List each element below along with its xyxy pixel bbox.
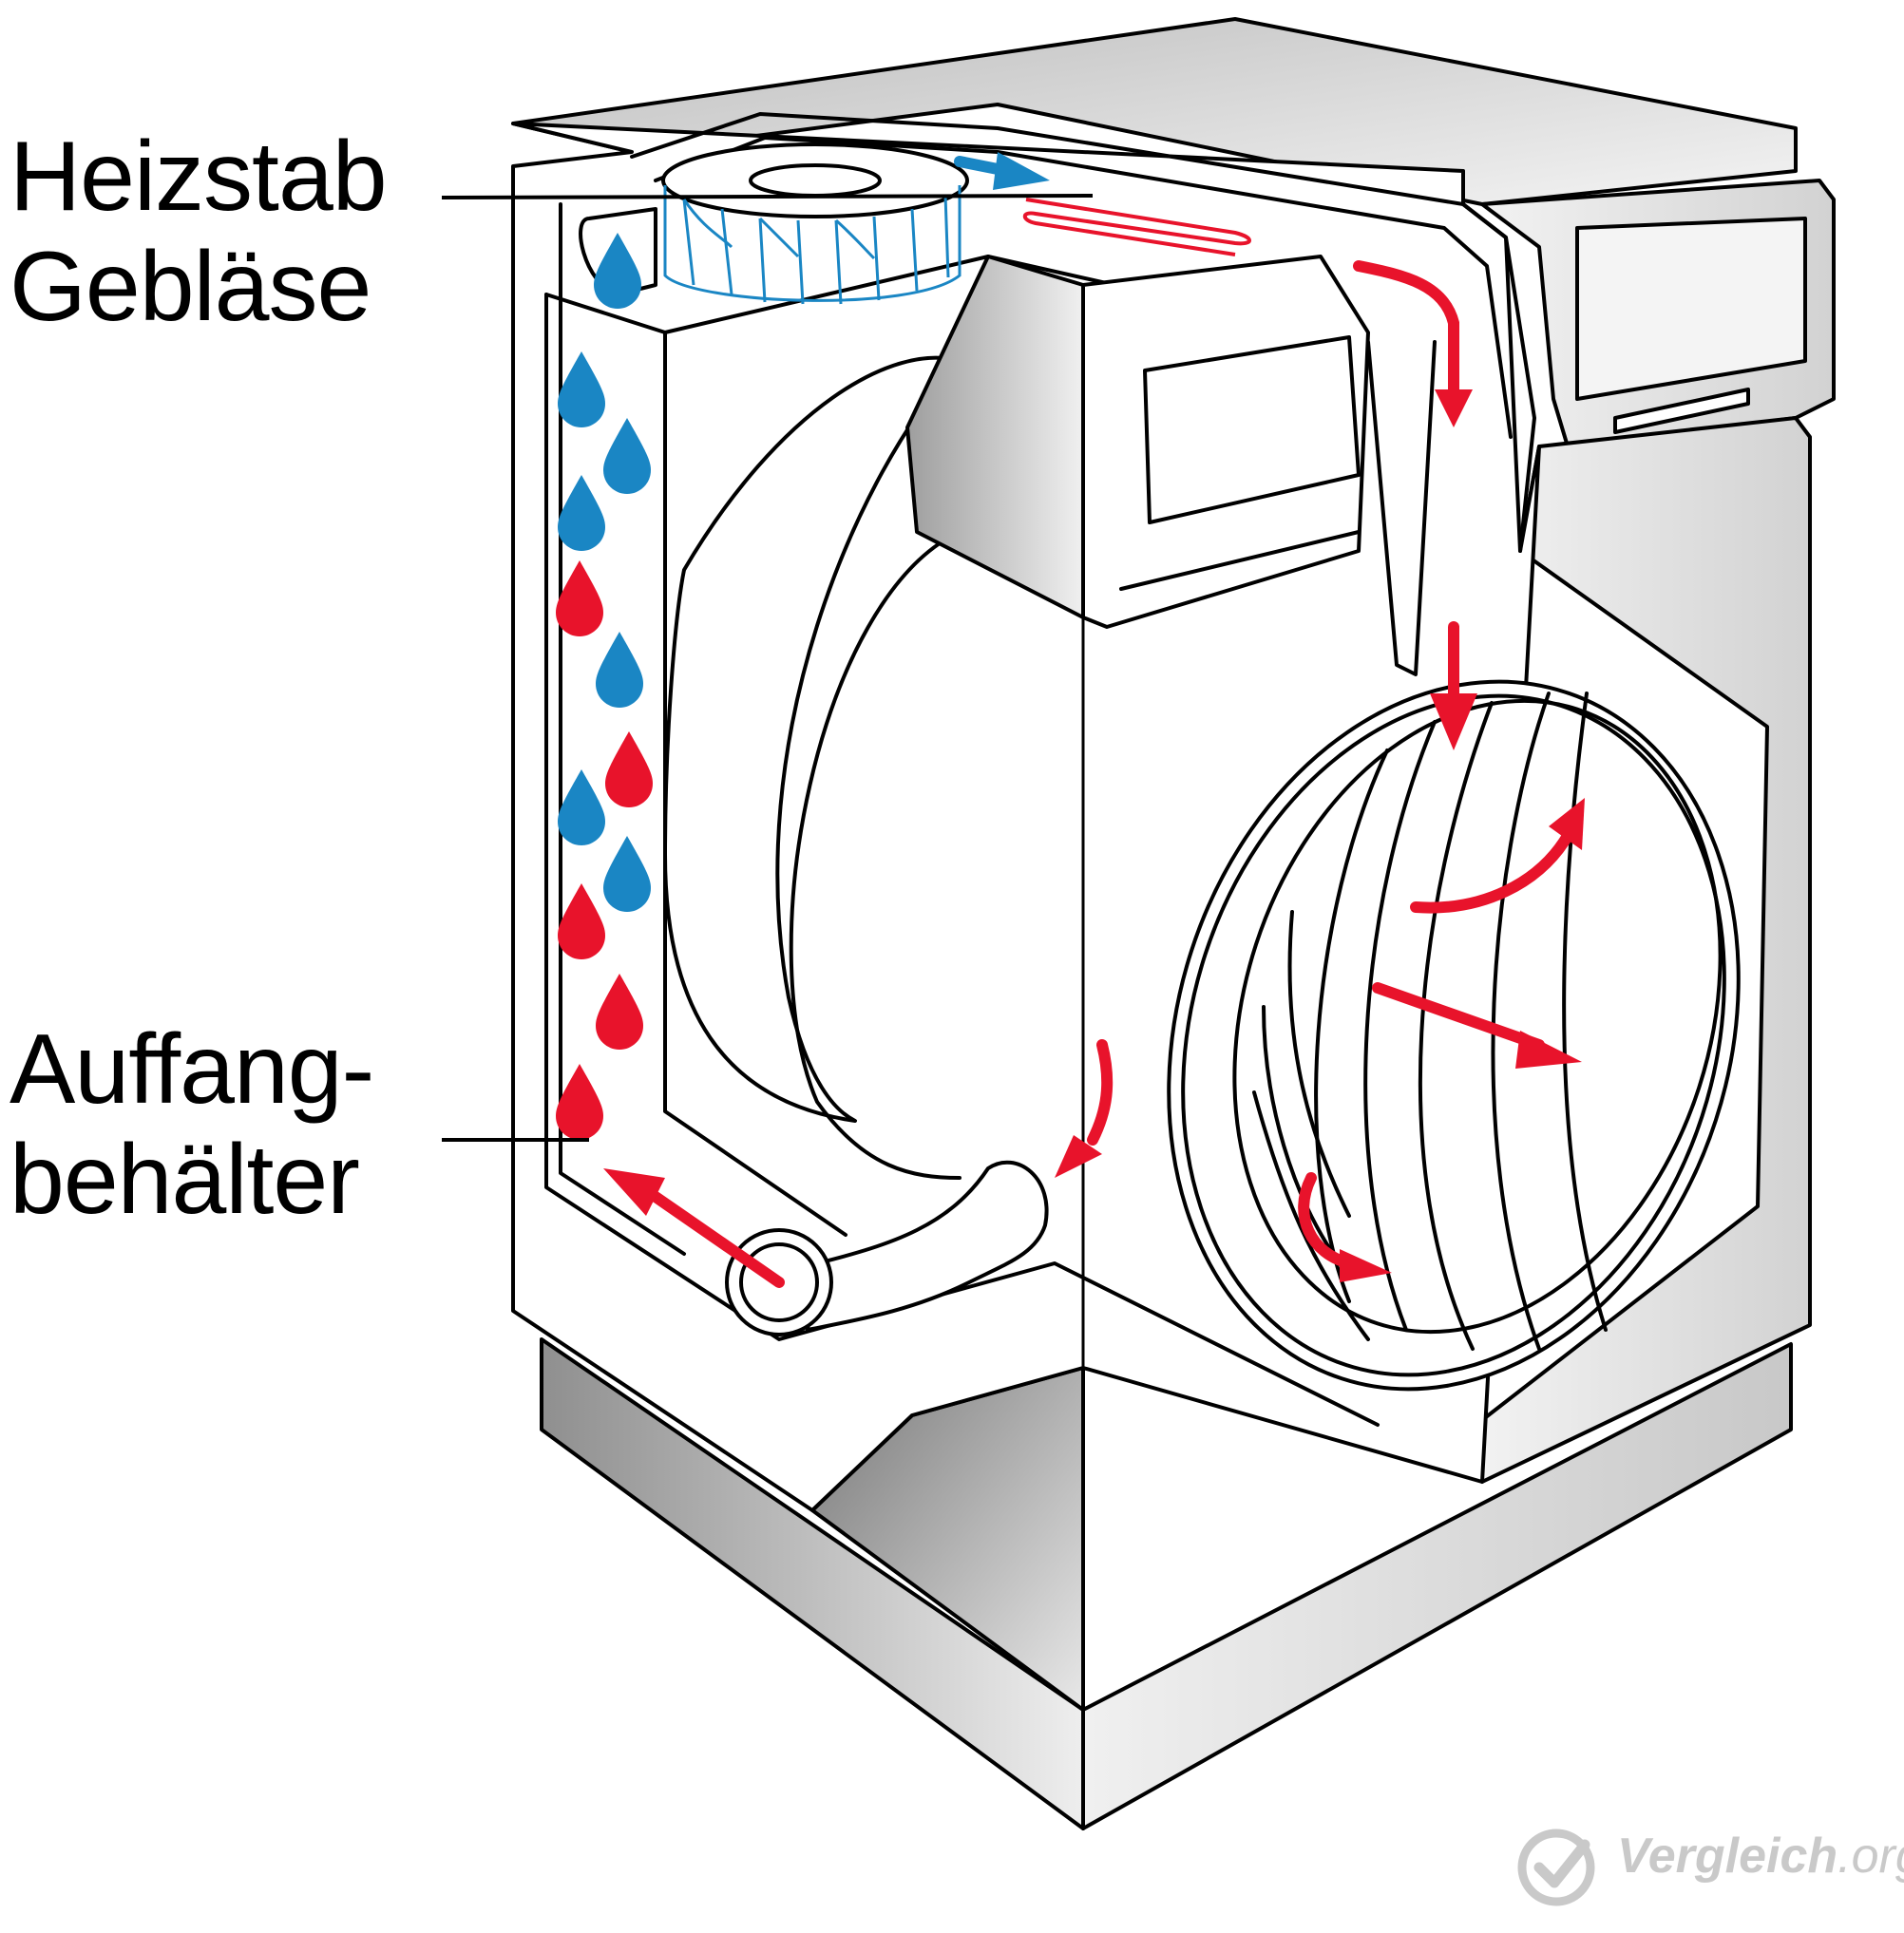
droplet-blue (603, 418, 651, 494)
droplet-red (605, 731, 653, 807)
drum-rib (1262, 1005, 1342, 1265)
watermark: Vergleich.org (1516, 1828, 1904, 1885)
leader-lines (441, 194, 1094, 1142)
drum-back-edge (789, 530, 962, 1180)
label-behaelter: behälter (10, 1125, 360, 1235)
duct-outer (544, 293, 1380, 1427)
air-flow-arrow-cold (954, 152, 1050, 190)
leader-heizstab-geblaese (441, 194, 1094, 199)
hot-air-arrow (1410, 830, 1573, 914)
droplet-blue (596, 632, 643, 708)
hot-air-arrow (1353, 260, 1459, 405)
hot-air-arrowheads (603, 389, 1585, 1282)
drum-rib (1418, 701, 1494, 1351)
duct-inner (663, 331, 847, 1237)
droplet-blue (558, 769, 605, 845)
droplet-blue (558, 351, 605, 427)
droplet-blue (594, 233, 641, 309)
droplet-red (556, 560, 603, 636)
drum-rib (1314, 749, 1389, 1303)
drum-rib (1363, 720, 1437, 1332)
water-droplets (556, 233, 653, 1140)
droplet-red (556, 1064, 603, 1140)
label-heizstab: Heizstab (10, 122, 388, 232)
watermark-tld: .org (1837, 1829, 1904, 1884)
duct-top (630, 112, 1536, 553)
drum-rib (1252, 1090, 1370, 1341)
control-display (1575, 217, 1807, 401)
heating-element (1022, 198, 1251, 256)
label-auffang: Auffang- (10, 1014, 374, 1125)
hot-air-flow (650, 260, 1573, 1288)
control-slot (1613, 388, 1750, 434)
base-right-face (1081, 1342, 1793, 1830)
hot-air-arrow (1087, 1039, 1114, 1146)
fan-impeller (663, 185, 962, 305)
hot-air-arrow (1372, 982, 1545, 1051)
duct-top-inner (654, 136, 1513, 439)
condenser-drawer (1143, 335, 1361, 524)
droplet-red (558, 883, 605, 959)
drum-rib (1491, 692, 1551, 1351)
watermark-brand: Vergleich (1617, 1829, 1838, 1884)
droplet-blue (558, 475, 605, 551)
droplet-blue (603, 836, 651, 912)
label-geblaese: Gebläse (10, 232, 371, 342)
fan-hub (749, 163, 882, 198)
drum-rib (1562, 692, 1608, 1332)
checkmark-circle-icon (1517, 1829, 1595, 1906)
condenser-lip (1119, 530, 1361, 591)
drum-rib (1287, 910, 1351, 1218)
outlet-pipe (806, 1160, 1049, 1332)
droplet-red (596, 974, 643, 1050)
hot-air-arrow (1298, 1172, 1355, 1269)
hot-air-arrow (650, 1191, 785, 1288)
drum-opening (1232, 698, 1723, 1335)
condenser-block-left (905, 255, 1085, 619)
